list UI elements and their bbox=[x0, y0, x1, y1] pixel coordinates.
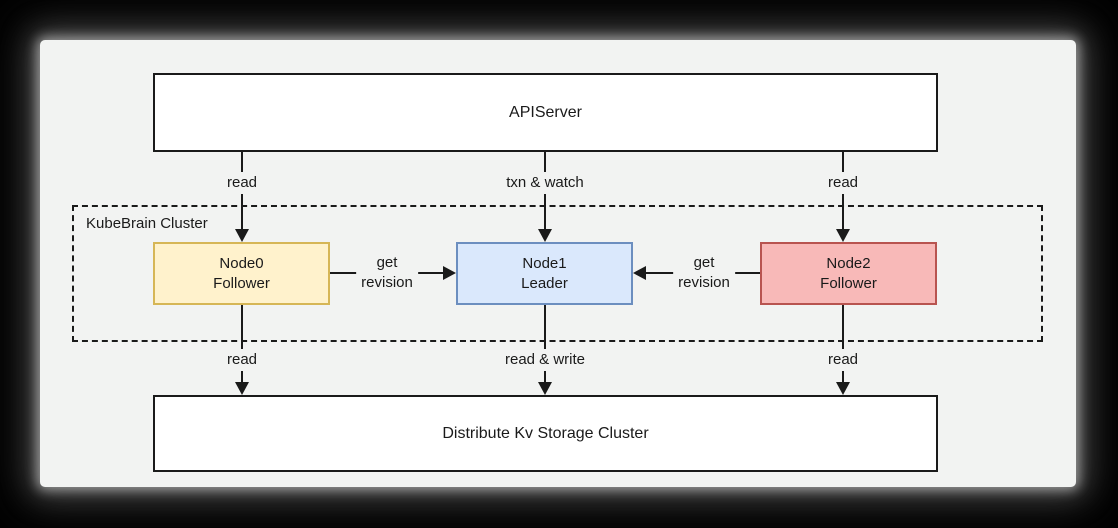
edge-node0-leader-line2: revision bbox=[361, 274, 413, 291]
arrowhead-node2-leader bbox=[633, 266, 646, 280]
arrowhead-api-node1 bbox=[538, 229, 552, 242]
node0-box: Node0 Follower bbox=[153, 242, 330, 305]
node1-name: Node1 bbox=[522, 254, 567, 272]
diagram-canvas: APIServer KubeBrain Cluster read txn & w… bbox=[40, 40, 1076, 487]
arrowhead-node2-storage bbox=[836, 382, 850, 395]
node2-name: Node2 bbox=[826, 254, 871, 272]
edge-node2-leader-label: get revision bbox=[673, 252, 735, 294]
arrow-line-node2-storage bbox=[842, 305, 844, 383]
arrow-line-node1-storage bbox=[544, 305, 546, 383]
apiserver-box: APIServer bbox=[153, 73, 938, 152]
edge-node1-storage-label: read & write bbox=[499, 349, 591, 371]
edge-node0-leader-line1: get bbox=[376, 254, 398, 271]
arrowhead-api-node0 bbox=[235, 229, 249, 242]
node2-box: Node2 Follower bbox=[760, 242, 937, 305]
node1-role: Leader bbox=[521, 274, 568, 292]
node2-role: Follower bbox=[820, 274, 877, 292]
storage-label: Distribute Kv Storage Cluster bbox=[442, 424, 649, 442]
storage-box: Distribute Kv Storage Cluster bbox=[153, 395, 938, 472]
apiserver-label: APIServer bbox=[509, 103, 582, 121]
arrow-line-node0-storage bbox=[241, 305, 243, 383]
edge-node0-leader-label: get revision bbox=[356, 252, 418, 294]
arrowhead-node1-storage bbox=[538, 382, 552, 395]
arrowhead-node0-leader bbox=[443, 266, 456, 280]
edge-node2-leader-line2: revision bbox=[678, 274, 730, 291]
edge-api-node2-label: read bbox=[822, 172, 864, 194]
edge-api-node1-label: txn & watch bbox=[501, 172, 589, 194]
edge-node2-storage-label: read bbox=[822, 349, 864, 371]
node0-role: Follower bbox=[213, 274, 270, 292]
arrowhead-api-node2 bbox=[836, 229, 850, 242]
node0-name: Node0 bbox=[219, 254, 264, 272]
kubebrain-cluster-label: KubeBrain Cluster bbox=[86, 215, 208, 232]
edge-node0-storage-label: read bbox=[221, 349, 263, 371]
arrowhead-node0-storage bbox=[235, 382, 249, 395]
edge-api-node0-label: read bbox=[221, 172, 263, 194]
node1-box: Node1 Leader bbox=[456, 242, 633, 305]
kubebrain-cluster-container bbox=[72, 205, 1043, 342]
edge-node2-leader-line1: get bbox=[693, 254, 715, 271]
